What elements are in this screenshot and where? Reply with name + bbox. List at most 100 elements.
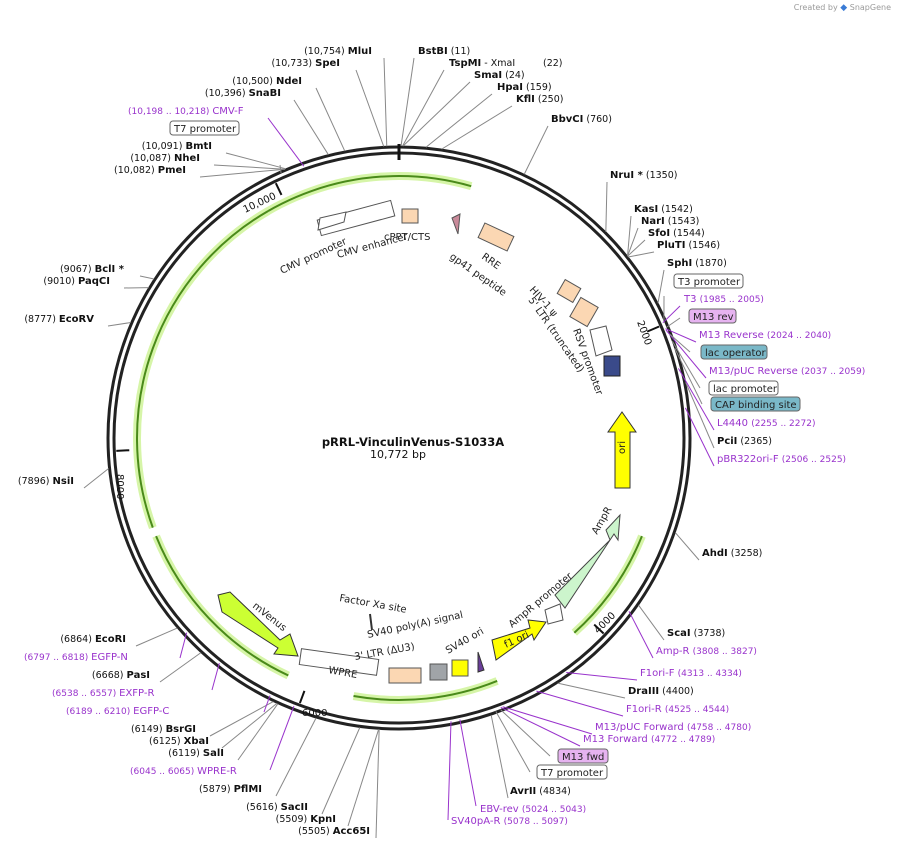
site-leader xyxy=(523,125,549,175)
primer-leader xyxy=(447,721,452,821)
site-label-pasi: (6668) PasI xyxy=(92,670,150,681)
site-label-bcli: (9067) BclI * xyxy=(60,264,125,275)
primer-label-l4440: L4440 (2255 .. 2272) xyxy=(717,418,815,429)
snapgene-brand: Created by ◆ SnapGene xyxy=(794,3,891,13)
primer-leader xyxy=(267,117,305,167)
boxed-label-bg xyxy=(700,344,768,360)
site-label-xbai: (6125) XbaI xyxy=(149,736,209,747)
site-leader xyxy=(159,652,202,683)
leader-lines xyxy=(83,57,715,839)
site-leader xyxy=(293,99,329,155)
box-leader xyxy=(671,340,701,389)
site-label-sphi: SphI (1870) xyxy=(667,258,727,269)
boxed-label-t3-promoter: T3 promoter xyxy=(677,277,741,288)
brand-app-name: SnapGene xyxy=(849,3,891,12)
feature-label-ori: ori xyxy=(617,441,628,454)
site-label-mlui: (10,754) MluI xyxy=(304,46,372,57)
site-leader xyxy=(402,81,471,147)
site-leader xyxy=(135,627,178,647)
site-label-tspmi: TspMI - XmaI xyxy=(449,58,515,69)
box-leader xyxy=(674,348,703,405)
mvenus-arrow xyxy=(217,591,299,657)
primer-label-m13-puc-reverse: M13/pUC Reverse (2037 .. 2059) xyxy=(709,366,865,377)
ltr5-block xyxy=(569,296,599,328)
site-leader xyxy=(107,322,131,327)
site-label-pcii: PciI (2365) xyxy=(717,436,772,447)
site-label-kpni: (5509) KpnI xyxy=(276,814,336,825)
boxed-label-lac-operator: lac operator xyxy=(705,348,766,359)
site-label-ndei: (10,500) NdeI xyxy=(232,76,302,87)
site-leader xyxy=(347,729,380,827)
primer-label-wpre-r: (6045 .. 6065) WPRE-R xyxy=(130,766,237,777)
primer-leader xyxy=(678,368,715,431)
primer-leader xyxy=(665,328,697,343)
boxed-label-bg xyxy=(536,764,608,780)
site-leader xyxy=(674,532,700,561)
box-leader xyxy=(495,711,531,773)
sv40-ori-block xyxy=(451,659,469,677)
site-leader xyxy=(657,269,665,304)
site-leader xyxy=(627,215,632,257)
boxed-label-t7-promoter: T7 promoter xyxy=(540,768,604,779)
primer-label-exfp-r: (6538 .. 6557) EXFP-R xyxy=(52,688,154,699)
cds-arc xyxy=(573,535,643,634)
brand-created-by: Created by xyxy=(793,3,838,12)
primer-label-f1ori-f: F1ori-F (4313 .. 4334) xyxy=(640,668,742,679)
primer-label-pbr322ori-f: pBR322ori-F (2506 .. 2525) xyxy=(717,454,846,465)
feature-label-wpre: WPRE xyxy=(327,665,358,681)
boxed-label-cap-binding-site: CAP binding site xyxy=(715,400,797,411)
cmv-promoter-arrow xyxy=(317,211,347,231)
box-leader xyxy=(669,333,691,353)
tick-label: 8000 xyxy=(114,474,125,499)
site-label-ahdi: AhdI (3258) xyxy=(702,548,762,559)
factor-xa-marker xyxy=(369,613,373,631)
primer-leader xyxy=(665,329,707,379)
site-label-bbvci: BbvCI (760) xyxy=(551,114,612,125)
plasmid-length: 10,772 bp xyxy=(370,448,426,461)
boxed-label-m13-fwd: M13 fwd xyxy=(562,752,604,763)
primer-leader xyxy=(684,407,715,467)
site-label-nrui: NruI * (1350) xyxy=(610,170,677,181)
site-leader xyxy=(321,727,361,815)
tick-label: 2000 xyxy=(634,319,653,347)
primer-label-t3: T3 (1985 .. 2005) xyxy=(683,294,764,305)
primer-leader xyxy=(211,662,220,691)
rre-block xyxy=(477,222,515,252)
primer-leader xyxy=(269,705,295,771)
cds-arc-glow xyxy=(133,207,271,529)
site-label-sfoi: SfoI (1544) xyxy=(648,228,705,239)
primer-leader xyxy=(628,611,654,659)
site-label-draiii: DraIII (4400) xyxy=(628,686,694,697)
primer-label-m13-reverse: M13 Reverse (2024 .. 2040) xyxy=(699,330,831,341)
feature-label-cppt-cts: cPPT/CTS xyxy=(384,232,430,243)
primer-label-sv40pa-r: SV40pA-R (5078 .. 5097) xyxy=(451,816,568,827)
site-label-snabi: (10,396) SnaBI xyxy=(205,88,281,99)
feature-group xyxy=(116,172,660,704)
site-leader xyxy=(213,164,285,170)
site-leader xyxy=(628,251,655,258)
feature-label-rre: RRE xyxy=(479,251,502,272)
boxed-label-t7-promoter: T7 promoter xyxy=(173,124,237,135)
primer-label-cmv-f: (10,198 .. 10,218) CMV-F xyxy=(128,106,244,117)
feature-label-sv40-poly-a-signal: SV40 poly(A) signal xyxy=(366,610,464,641)
primer-label-m13-puc-forward: M13/pUC Forward (4758 .. 4780) xyxy=(595,722,751,733)
site-leader xyxy=(441,105,513,150)
site-label-bstbi: BstBI (11) xyxy=(418,46,470,57)
site-label-scai: ScaI (3738) xyxy=(667,628,725,639)
site-leader xyxy=(83,468,109,489)
feature-label-factor-xa-site: Factor Xa site xyxy=(338,593,407,616)
box-leader xyxy=(666,317,681,328)
feature-label-gp41-peptide: gp41 peptide xyxy=(447,251,508,298)
primer-leader xyxy=(500,706,581,747)
site-label-nsii: (7896) NsiI xyxy=(18,476,74,487)
site-label-ecorv: (8777) EcoRV xyxy=(24,314,94,325)
site-label-nari: NarI (1543) xyxy=(641,216,699,227)
site-leader xyxy=(237,703,279,761)
hiv-psi-block xyxy=(556,278,582,304)
site-leader xyxy=(627,227,639,257)
site-leader xyxy=(139,275,155,280)
plasmid-name: pRRL-VinculinVenus-S1033A xyxy=(322,435,504,449)
primer-label-m13-forward: M13 Forward (4772 .. 4789) xyxy=(583,734,715,745)
site-leader xyxy=(400,57,415,147)
